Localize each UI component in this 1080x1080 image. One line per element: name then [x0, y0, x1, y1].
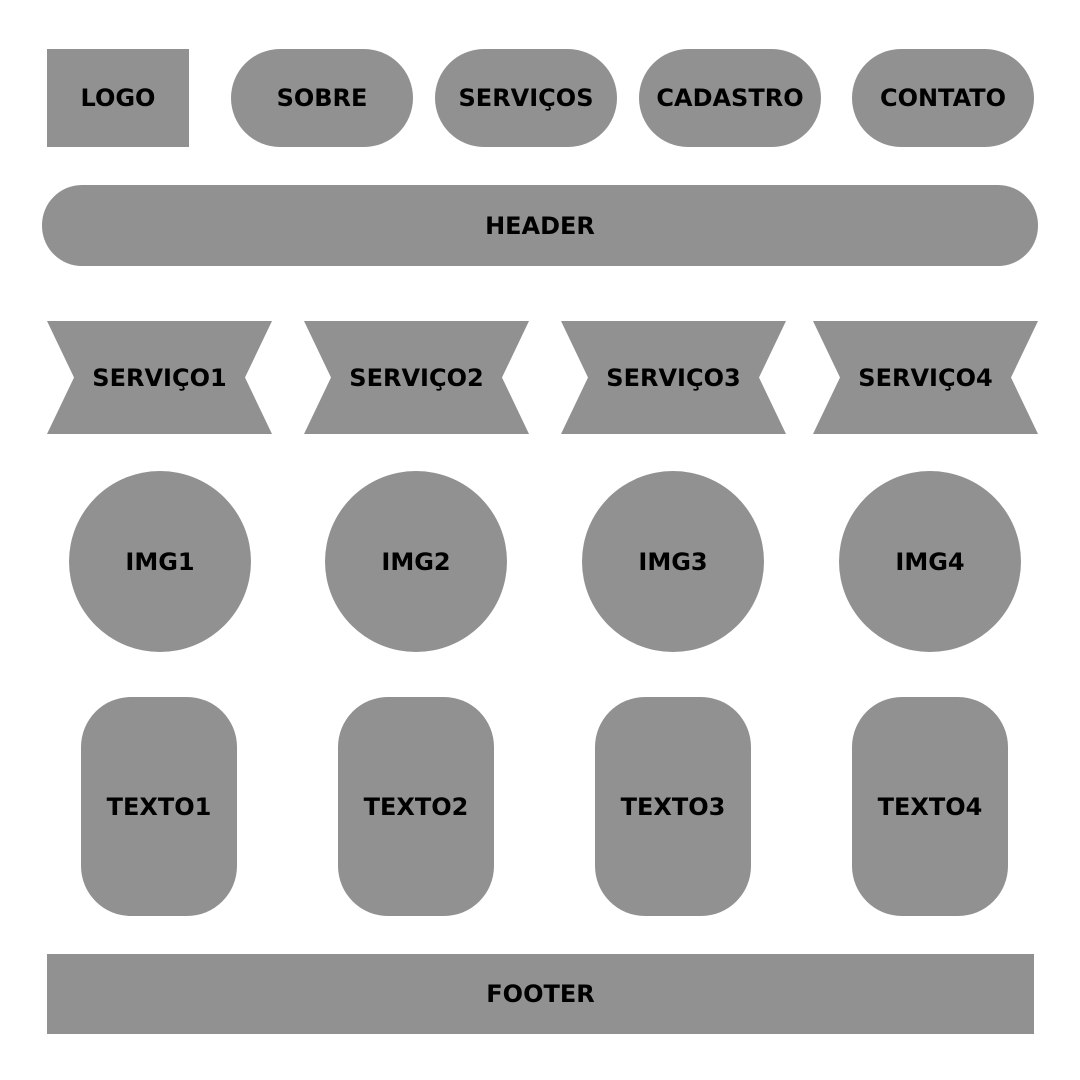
- image-placeholder-2: IMG2: [325, 471, 507, 652]
- text-placeholder-4: TEXTO4: [852, 697, 1008, 916]
- nav-item-contato[interactable]: CONTATO: [852, 49, 1034, 147]
- nav-item-cadastro[interactable]: CADASTRO: [639, 49, 821, 147]
- text-placeholder-3: TEXTO3: [595, 697, 751, 916]
- nav-item-sobre[interactable]: SOBRE: [231, 49, 413, 147]
- service-banner-3: SERVIÇO3: [561, 321, 786, 434]
- image-placeholder-3: IMG3: [582, 471, 764, 652]
- nav-item-servicos[interactable]: SERVIÇOS: [435, 49, 617, 147]
- service-banner-4: SERVIÇO4: [813, 321, 1038, 434]
- image-placeholder-4: IMG4: [839, 471, 1021, 652]
- service-banner-1: SERVIÇO1: [47, 321, 272, 434]
- text-placeholder-1: TEXTO1: [81, 697, 237, 916]
- service-banner-2: SERVIÇO2: [304, 321, 529, 434]
- text-placeholder-2: TEXTO2: [338, 697, 494, 916]
- header-placeholder: HEADER: [42, 185, 1038, 266]
- logo-placeholder[interactable]: LOGO: [47, 49, 189, 147]
- footer-placeholder: FOOTER: [47, 954, 1034, 1034]
- image-placeholder-1: IMG1: [69, 471, 251, 652]
